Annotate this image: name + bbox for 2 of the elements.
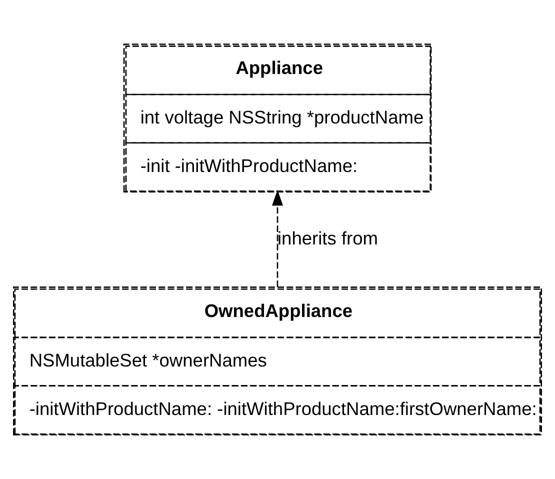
arrow — [272, 190, 283, 287]
edge-label: inherits from — [278, 227, 378, 248]
